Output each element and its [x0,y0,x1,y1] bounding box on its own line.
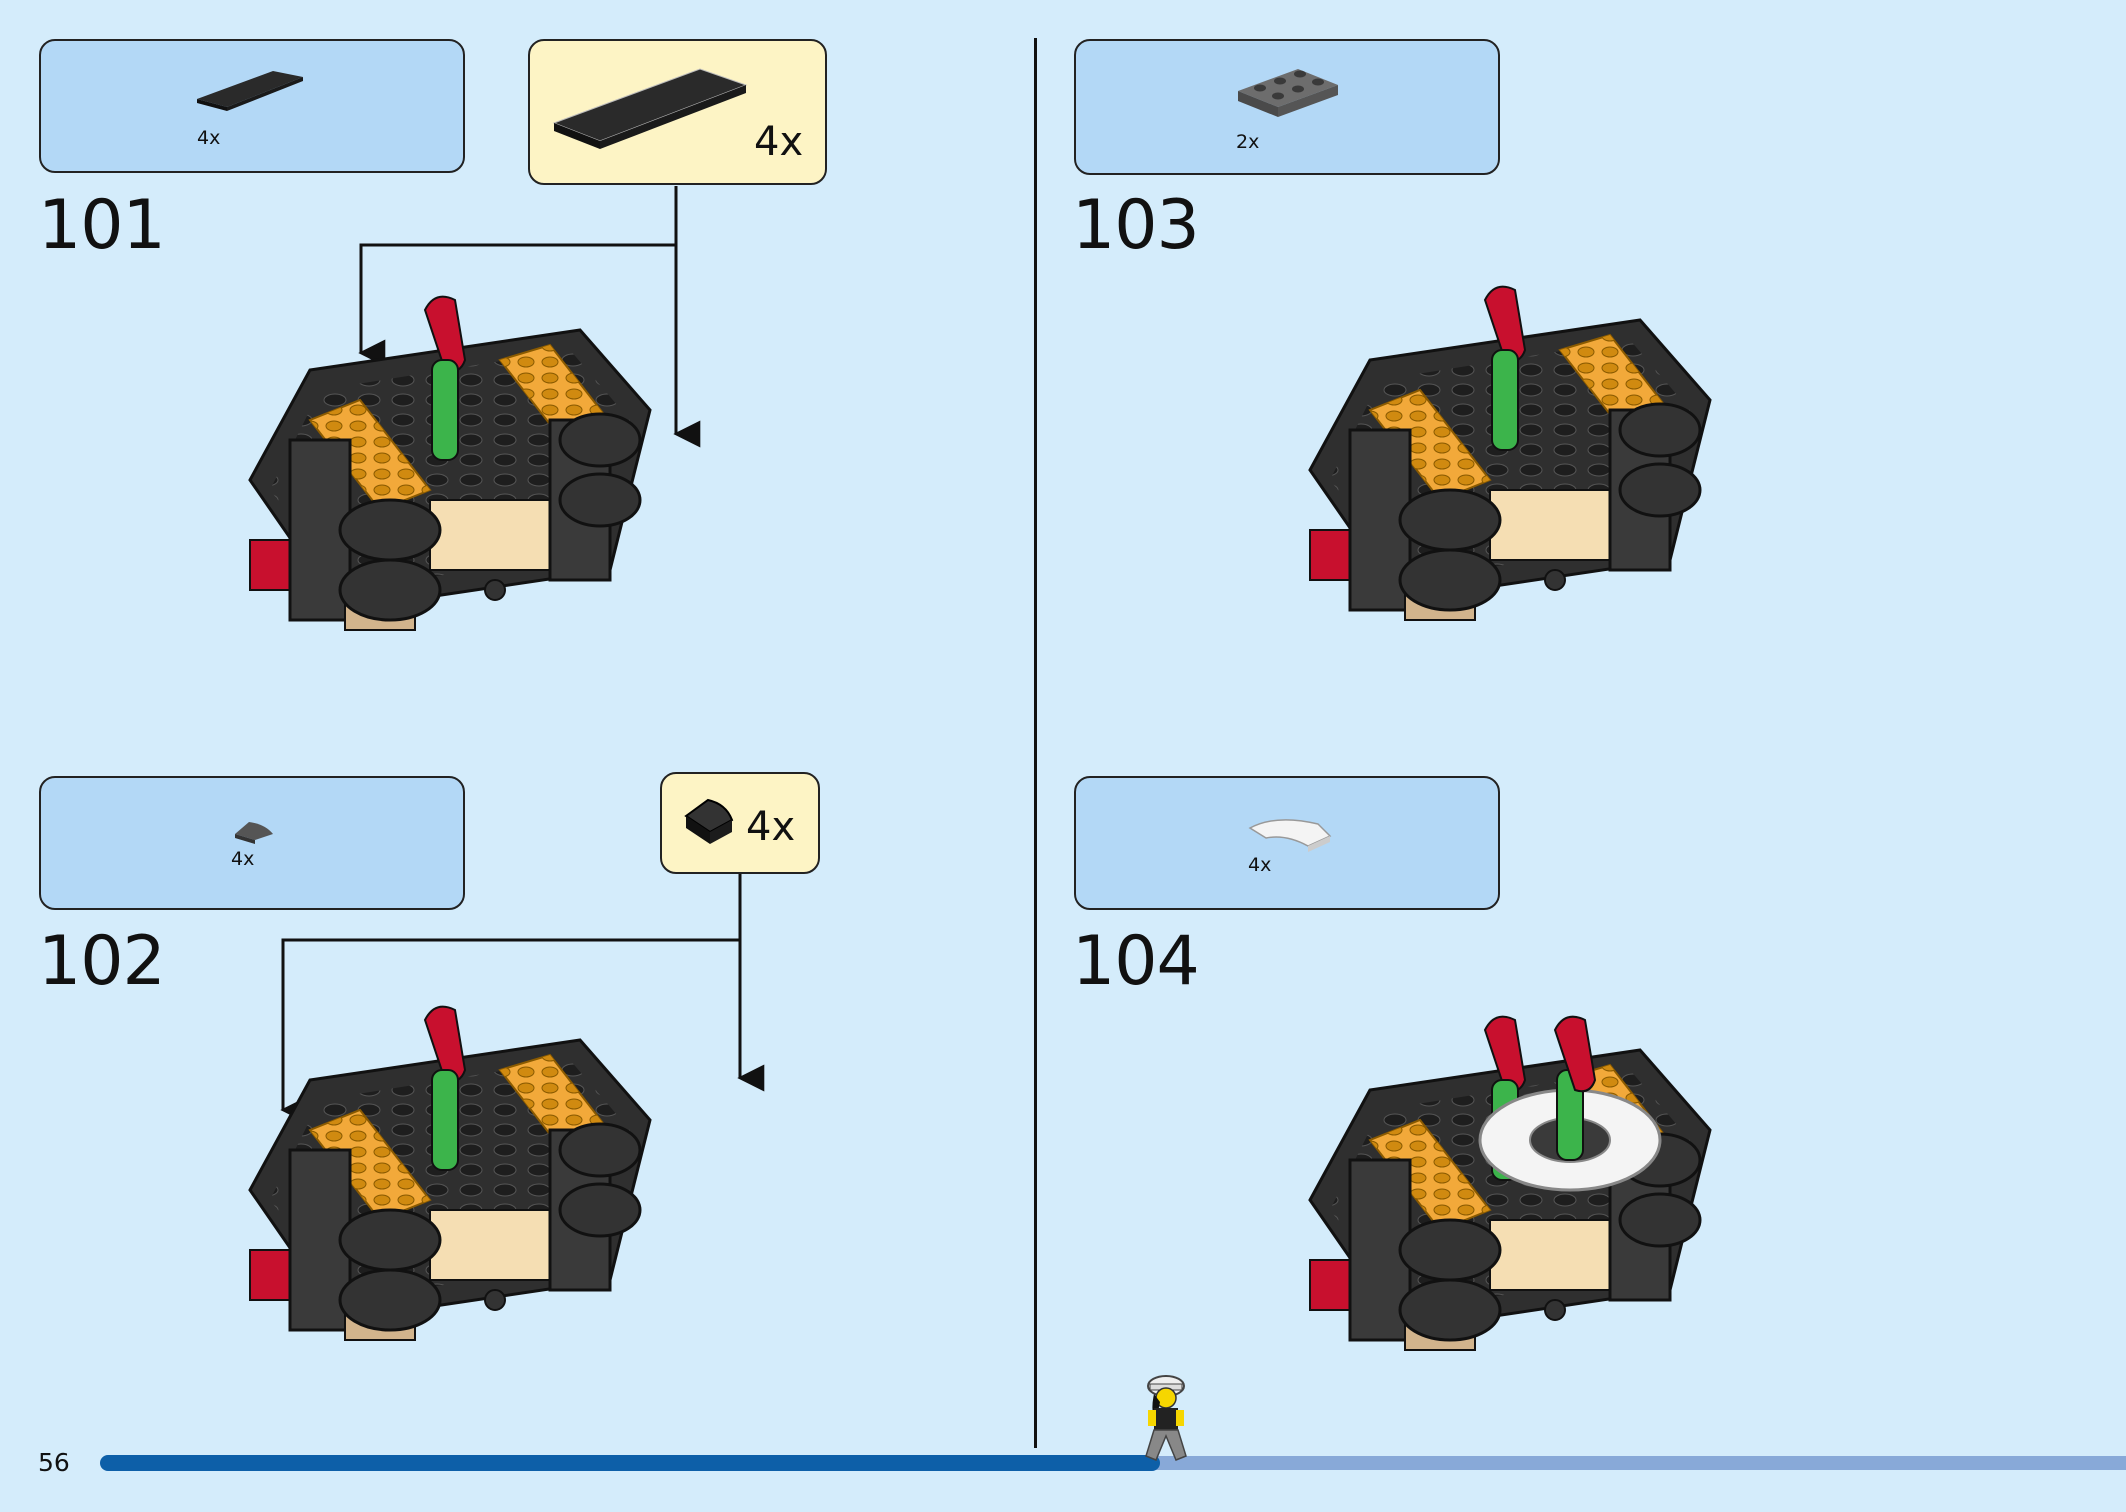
step-101-parts-box: 4x [39,39,465,173]
step-101-model [248,295,652,632]
step-103-number: 103 [1072,186,1200,265]
step-102-number: 102 [38,922,166,1001]
step-102-arrow-left [280,938,740,1124]
step-101-number: 101 [38,186,166,265]
step-104-part-qty: 4x [1248,854,1272,876]
step-102-callout-qty: 4x [746,804,796,850]
step-101-part-qty: 4x [197,127,221,149]
page-divider [1034,38,1037,1448]
minifigure-progress-marker-icon [1145,1375,1187,1461]
page-number: 56 [38,1448,70,1477]
step-102-callout: 4x [660,772,820,874]
black-quarter-round-tile-icon [684,798,734,844]
step-104-model [1308,1015,1712,1352]
step-104-number: 104 [1072,922,1200,1001]
step-103-parts-box: 2x [1074,39,1500,175]
step-103-model [1308,285,1712,622]
black-tile-1x4-icon [552,68,748,149]
white-macaroni-tile-icon [1248,819,1332,852]
progress-bar-completed [100,1455,1160,1471]
step-101-callout-qty: 4x [754,119,804,165]
step-102-part-qty: 4x [231,848,255,870]
progress-bar-remaining [1150,1456,2126,1470]
black-tile-1x4-icon [197,71,303,111]
plate-2x3-icon [1238,69,1338,117]
step-102-parts-box: 4x [39,776,465,910]
step-104-parts-box: 4x [1074,776,1500,910]
quarter-round-tile-icon [235,822,273,844]
step-102-model [248,1005,652,1342]
step-103-part-qty: 2x [1236,131,1260,153]
step-101-callout: 4x [528,39,827,185]
step-101-arrow-left [358,243,676,367]
